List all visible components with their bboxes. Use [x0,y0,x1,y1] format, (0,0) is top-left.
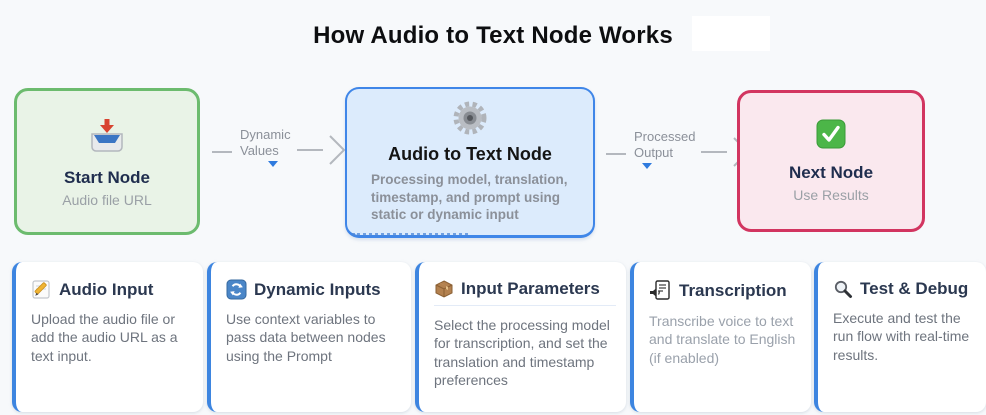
card-title-row: Test & Debug [833,279,976,299]
card-title-row: Audio Input [31,279,193,300]
connector-processed-output: Processed Output [606,128,750,180]
white-patch [692,16,770,51]
card-title-row: Dynamic Inputs [226,279,401,300]
gear-icon [452,100,488,136]
caret-down-icon [268,160,278,167]
card-transcription: Transcription Transcribe voice to text a… [630,262,811,412]
audio-node-description: Processing model, translation, timestamp… [371,172,568,223]
next-node-subtitle: Use Results [793,187,869,203]
connector-label: Processed Output [634,129,695,169]
connector-dynamic-values: Dynamic Values [212,126,346,178]
card-body: Transcribe voice to text and translate t… [649,313,796,366]
voice-document-icon [649,279,672,302]
audio-to-text-node: Audio to Text Node Processing model, tra… [345,87,595,238]
card-body: Use context variables to pass data betwe… [226,311,386,364]
connector-label-line1: Processed [634,129,696,145]
package-icon [434,279,454,299]
start-node-title: Start Node [64,167,150,187]
connector-label-line2: Output [634,144,674,160]
inbox-tray-icon [87,116,127,154]
card-title: Audio Input [59,279,154,299]
card-dynamic-inputs: Dynamic Inputs Use context variables to … [207,262,411,412]
card-input-parameters: Input Parameters Select the processing m… [415,262,626,412]
page-title: How Audio to Text Node Works [313,22,673,49]
refresh-icon [226,279,247,300]
connector-dash [606,153,626,155]
card-title-row: Transcription [649,279,801,302]
caret-down-icon [642,162,652,169]
memo-icon [31,279,52,300]
card-title: Input Parameters [461,279,600,298]
card-test-debug: Test & Debug Execute and test the run fl… [814,262,986,412]
card-title: Test & Debug [860,279,969,298]
next-node: Next Node Use Results [737,90,925,232]
connector-label-line1: Dynamic [240,127,291,143]
audio-node-title: Audio to Text Node [388,144,552,165]
next-node-title: Next Node [788,163,874,182]
card-body: Execute and test the run flow with real-… [833,310,970,363]
connector-label-line2: Values [240,142,279,158]
arrow-right-icon [296,130,347,175]
start-node-subtitle: Audio file URL [62,191,152,208]
card-audio-input: Audio Input Upload the audio file or add… [12,262,203,412]
card-body: Upload the audio file or add the audio U… [31,311,178,364]
connector-dash [212,151,232,153]
start-node: Start Node Audio file URL [14,88,200,235]
card-title: Dynamic Inputs [254,279,381,299]
check-mark-icon [816,119,846,149]
card-body: Select the processing model for transcri… [434,317,610,389]
card-title: Transcription [679,280,787,300]
card-title-row: Input Parameters [434,279,616,306]
magnifier-icon [833,279,853,299]
watermark-dots [352,233,468,236]
connector-label: Dynamic Values [240,127,291,167]
